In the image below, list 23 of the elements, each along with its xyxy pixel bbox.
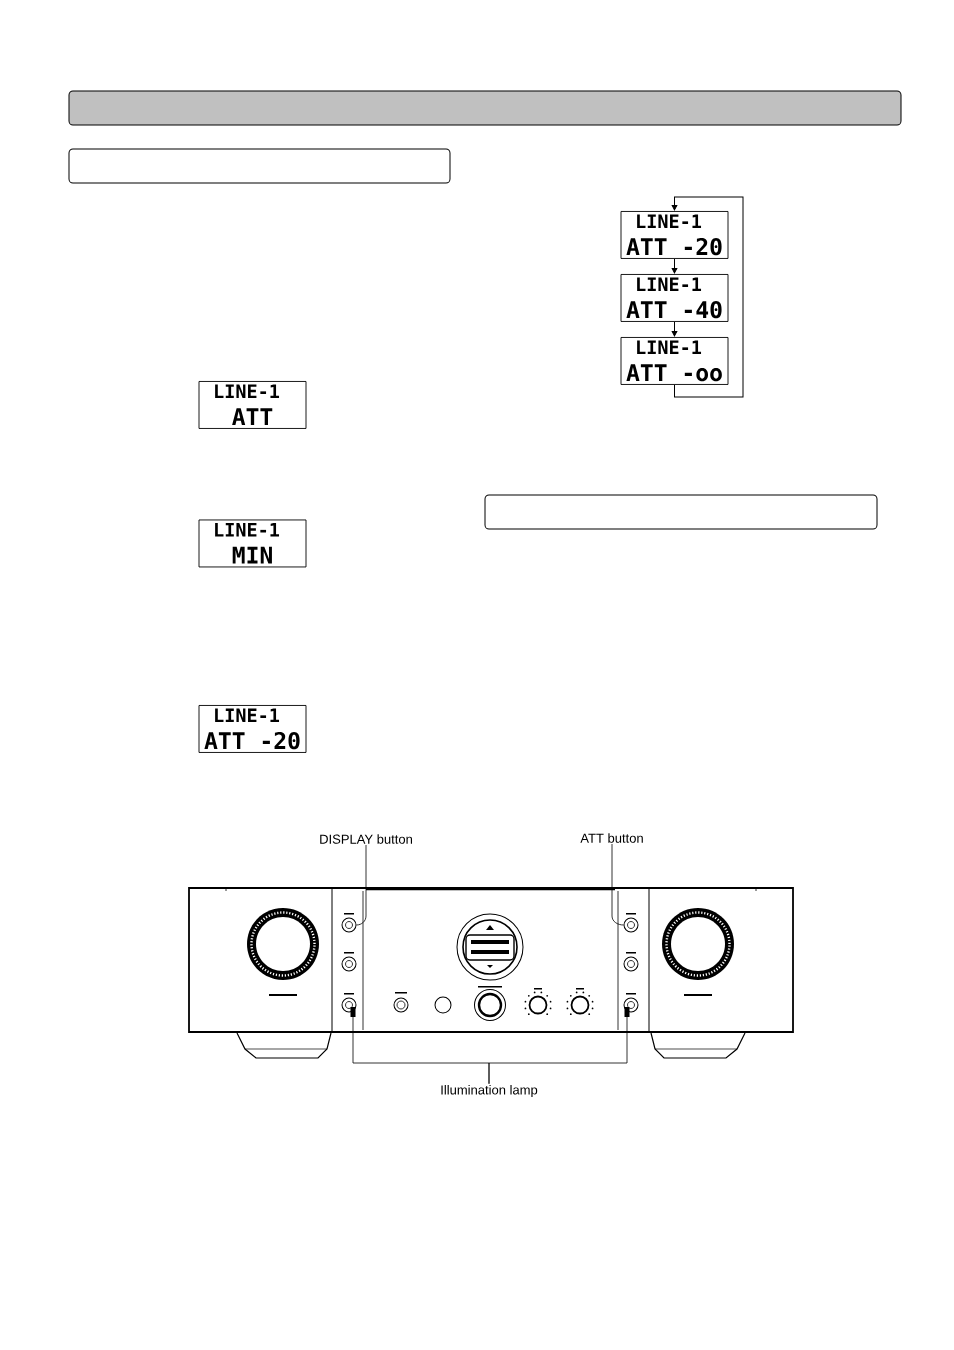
- lcd-display: LINE-1 ATT -20: [198, 705, 307, 753]
- arrow: [671, 321, 678, 337]
- lamp-marker: [350, 1007, 356, 1017]
- part-label: Illumination lamp: [441, 1084, 538, 1098]
- section-header-bar: [68, 90, 902, 126]
- arrow: [671, 196, 744, 398]
- lcd-display: LINE-1 ATT: [198, 381, 307, 429]
- lamp-marker: [624, 1007, 630, 1017]
- part-label: DISPLAY button: [320, 834, 412, 844]
- leader-line: [611, 843, 624, 926]
- lcd-display: LINE-1 ATT -40: [620, 274, 729, 322]
- subheading-box: [68, 148, 451, 184]
- push-button: [341, 917, 357, 933]
- amplifier-illustration: [188, 886, 794, 1059]
- arrow: [671, 258, 678, 274]
- push-button: [623, 917, 639, 933]
- leader-line: [488, 1016, 628, 1085]
- lcd-display: LINE-1 ATT -oo: [620, 337, 729, 385]
- lcd-display: LINE-1 MIN: [198, 519, 307, 568]
- lcd-display: LINE-1 ATT -20: [620, 211, 729, 259]
- subheading-box: [484, 494, 878, 530]
- leader-line: [356, 844, 367, 926]
- part-label: ATT button: [580, 833, 643, 843]
